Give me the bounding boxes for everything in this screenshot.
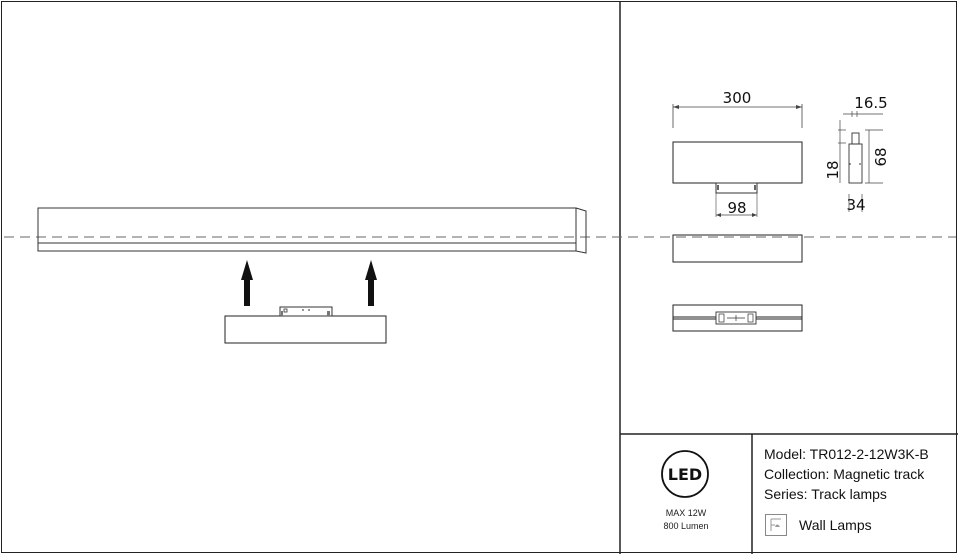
category-label: Wall Lamps (799, 517, 872, 533)
front-view (672, 234, 803, 263)
dimension-16-5: 16.5 (854, 94, 887, 112)
product-info: Model: TR012-2-12W3K-B Collection: Magne… (764, 444, 929, 504)
magnetic-track-profile (37, 207, 587, 254)
install-arrow-left (241, 260, 253, 306)
led-badge (661, 450, 709, 498)
lamp-body-main (224, 306, 387, 344)
install-arrow-right (365, 260, 377, 306)
side-view (838, 111, 883, 212)
collection-text: Collection: Magnetic track (764, 466, 925, 482)
dimension-height-68: 68 (872, 147, 890, 166)
model-text: Model: TR012-2-12W3K-B (764, 446, 929, 462)
max-power-label: MAX 12W (665, 508, 707, 518)
dimension-connector-98: 98 (727, 199, 746, 217)
dimension-width-300: 300 (723, 89, 752, 107)
top-view (672, 104, 803, 217)
luminous-flux-label: 800 Lumen (663, 521, 709, 531)
series-text: Series: Track lamps (764, 486, 887, 502)
dimension-34: 34 (846, 196, 865, 214)
category-wall-lamps: Wall Lamps (765, 514, 872, 536)
dimension-18: 18 (824, 160, 842, 179)
wall-lamp-icon (765, 514, 787, 536)
led-badge-label: LED (668, 465, 702, 484)
bottom-view (672, 304, 803, 332)
